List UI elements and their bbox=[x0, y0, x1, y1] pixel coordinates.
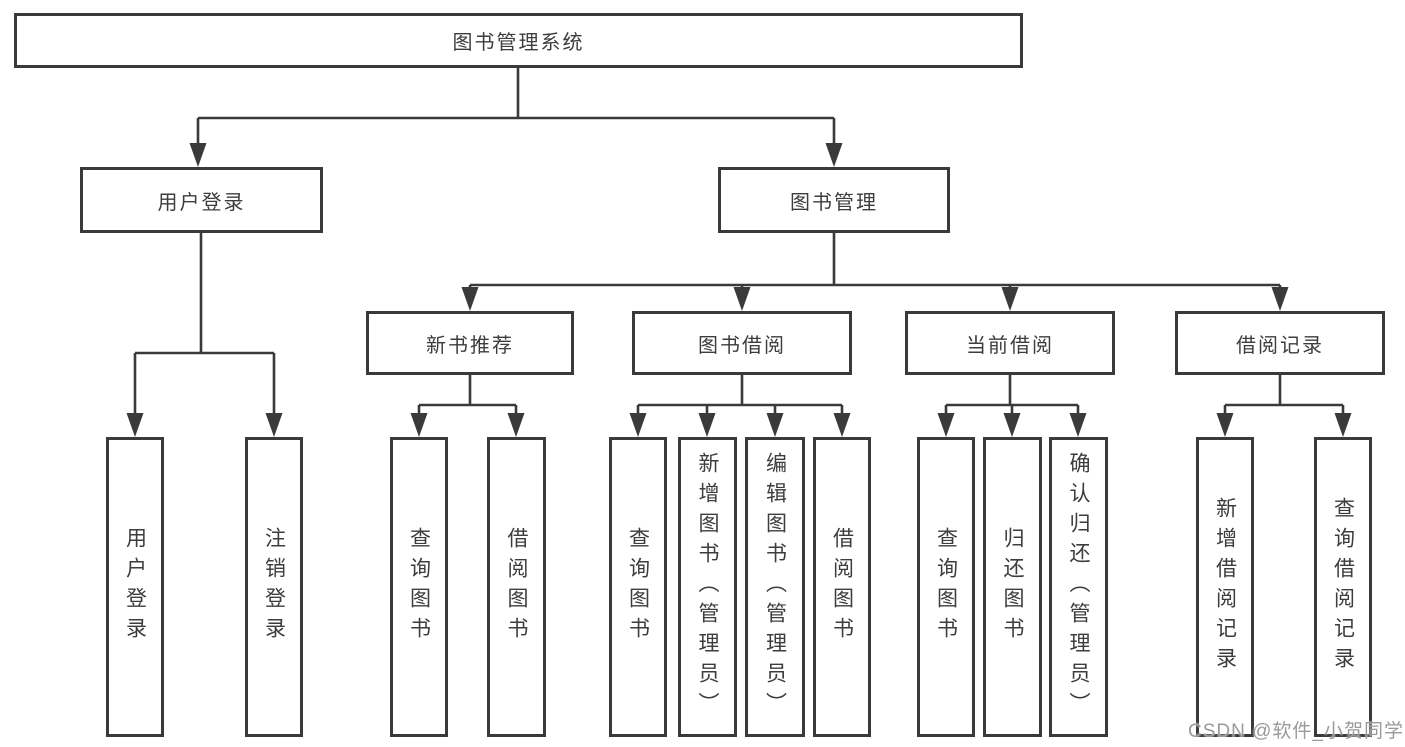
connector-borrow-record-to-leaves bbox=[1223, 375, 1345, 415]
arrow-down-icon bbox=[410, 413, 428, 437]
node-label: 确认归还（管理员） bbox=[1067, 452, 1090, 722]
node-user-login-branch: 用户登录 bbox=[80, 167, 323, 233]
connector-root-to-level2 bbox=[196, 68, 836, 145]
node-label: 图书管理 bbox=[790, 191, 878, 214]
leaf-logout: 注销登录 bbox=[245, 437, 303, 737]
node-book-borrowing: 图书借阅 bbox=[632, 311, 852, 375]
node-label: 借阅图书 bbox=[505, 527, 528, 647]
node-label: 借阅图书 bbox=[830, 527, 854, 647]
node-label: 归还图书 bbox=[1001, 527, 1024, 647]
arrow-down-icon bbox=[1001, 287, 1019, 311]
node-label: 新增图书（管理员） bbox=[696, 452, 719, 722]
arrow-down-icon bbox=[1069, 413, 1087, 437]
node-label: 查询图书 bbox=[934, 527, 958, 647]
leaf-recommend-borrow-books: 借阅图书 bbox=[487, 437, 546, 737]
node-label: 新书推荐 bbox=[426, 334, 514, 357]
arrow-down-icon bbox=[937, 413, 955, 437]
arrow-down-icon bbox=[629, 413, 647, 437]
node-label: 用户登录 bbox=[157, 191, 246, 214]
node-label: 查询图书 bbox=[626, 527, 650, 647]
connector-book-borrow-to-leaves bbox=[636, 375, 844, 415]
node-label: 用户登录 bbox=[123, 527, 147, 647]
arrow-down-icon bbox=[461, 287, 479, 311]
arrow-down-icon bbox=[189, 143, 207, 167]
arrow-down-icon bbox=[1271, 287, 1289, 311]
node-new-book-recommend: 新书推荐 bbox=[366, 311, 574, 375]
arrow-down-icon bbox=[766, 413, 784, 437]
node-label: 图书管理系统 bbox=[452, 32, 585, 54]
csdn-watermark: CSDN @软件_小贺同学 bbox=[1188, 721, 1404, 742]
node-label: 图书借阅 bbox=[698, 334, 786, 357]
leaf-borrowing-query-books: 查询图书 bbox=[609, 437, 667, 737]
leaf-user-login: 用户登录 bbox=[106, 437, 164, 737]
connector-current-borrow-to-leaves bbox=[944, 375, 1080, 415]
leaf-current-query-books: 查询图书 bbox=[917, 437, 975, 737]
arrow-down-icon bbox=[507, 413, 525, 437]
node-library-management-system: 图书管理系统 bbox=[14, 13, 1023, 68]
arrow-down-icon bbox=[1216, 413, 1234, 437]
arrow-down-icon bbox=[825, 143, 843, 167]
node-label: 编辑图书（管理员） bbox=[763, 452, 787, 722]
node-book-management-branch: 图书管理 bbox=[718, 167, 950, 233]
arrow-down-icon bbox=[733, 287, 751, 311]
node-label: 注销登录 bbox=[262, 527, 286, 647]
node-borrowing-records: 借阅记录 bbox=[1175, 311, 1385, 375]
leaf-add-books-admin: 新增图书（管理员） bbox=[678, 437, 737, 737]
arrow-down-icon bbox=[265, 413, 283, 437]
node-label: 当前借阅 bbox=[966, 334, 1054, 357]
leaf-confirm-return-admin: 确认归还（管理员） bbox=[1049, 437, 1108, 737]
node-label: 新增借阅记录 bbox=[1213, 497, 1237, 677]
arrow-down-icon bbox=[1003, 413, 1021, 437]
node-label: 查询图书 bbox=[407, 527, 431, 647]
connector-book-mgmt-to-level3 bbox=[468, 233, 1282, 291]
arrow-down-icon bbox=[833, 413, 851, 437]
leaf-add-borrow-record: 新增借阅记录 bbox=[1196, 437, 1254, 737]
leaf-recommend-query-books: 查询图书 bbox=[390, 437, 448, 737]
leaf-borrowing-borrow-books: 借阅图书 bbox=[813, 437, 871, 737]
leaf-query-borrow-record: 查询借阅记录 bbox=[1314, 437, 1372, 737]
node-label: 查询借阅记录 bbox=[1331, 497, 1355, 677]
node-current-borrowing: 当前借阅 bbox=[905, 311, 1115, 375]
connector-new-book-rec-to-leaves bbox=[417, 375, 518, 415]
arrow-down-icon bbox=[1334, 413, 1352, 437]
arrow-down-icon bbox=[126, 413, 144, 437]
node-label: 借阅记录 bbox=[1236, 334, 1324, 357]
leaf-return-books: 归还图书 bbox=[983, 437, 1042, 737]
connector-user-login-to-leaves bbox=[133, 233, 276, 415]
arrow-down-icon bbox=[698, 413, 716, 437]
leaf-edit-books-admin: 编辑图书（管理员） bbox=[745, 437, 805, 737]
